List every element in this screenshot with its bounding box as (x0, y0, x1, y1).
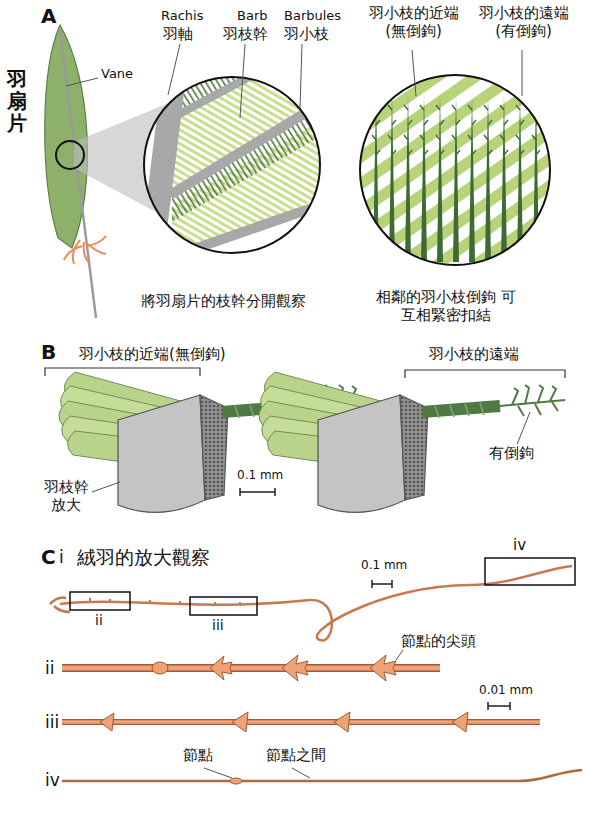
panel-letter: i (58, 547, 65, 567)
part-name: 羽小枝的遠端 (有倒鉤) (470, 4, 577, 40)
part-name: Barbules (283, 8, 342, 24)
part-name: 有倒鉤 (488, 444, 535, 462)
part-name: Barb (236, 8, 268, 24)
part-name: 節點之間 (265, 746, 327, 764)
part-name: 節點 (182, 746, 214, 764)
part-name: 羽枝幹 放大 (40, 478, 92, 514)
part-name: 羽軸 (162, 25, 194, 43)
part-name: 羽小枝的近端 (無倒鉤) (360, 4, 467, 40)
scale-label: 0.1 mm (360, 558, 408, 572)
caption-note: 相鄰的羽小枝倒鉤 可互相緊密扣結 (370, 288, 522, 324)
box-label: iii (211, 617, 225, 634)
box-label: ii (94, 612, 104, 629)
row-label: iv (44, 770, 61, 790)
part-name: 羽小枝的近端(無倒鉤) (78, 345, 227, 363)
scale-label: 0.01 mm (478, 683, 534, 697)
scale-label: 0.1 mm (236, 468, 284, 482)
panel-title: 絨羽的放大觀察 (76, 546, 211, 569)
caption-note: 將羽扇片的枝幹分開觀察 (140, 292, 307, 310)
part-name: Vane (100, 66, 134, 82)
row-label: ii (44, 658, 55, 678)
part-name: Rachis (160, 8, 205, 24)
part-name: 羽小枝 (283, 25, 330, 43)
part-name: 節點的尖頭 (400, 632, 477, 650)
part-name: 羽小枝的遠端 (428, 345, 520, 363)
panel-letter: A (40, 4, 57, 28)
panel-letter: B (40, 340, 57, 364)
part-name: 羽枝幹 (222, 25, 269, 43)
vertical-title: 羽扇片 (6, 68, 28, 134)
panel-letter: C (40, 545, 57, 569)
box-label: iv (512, 536, 527, 554)
row-label: iii (44, 712, 60, 732)
